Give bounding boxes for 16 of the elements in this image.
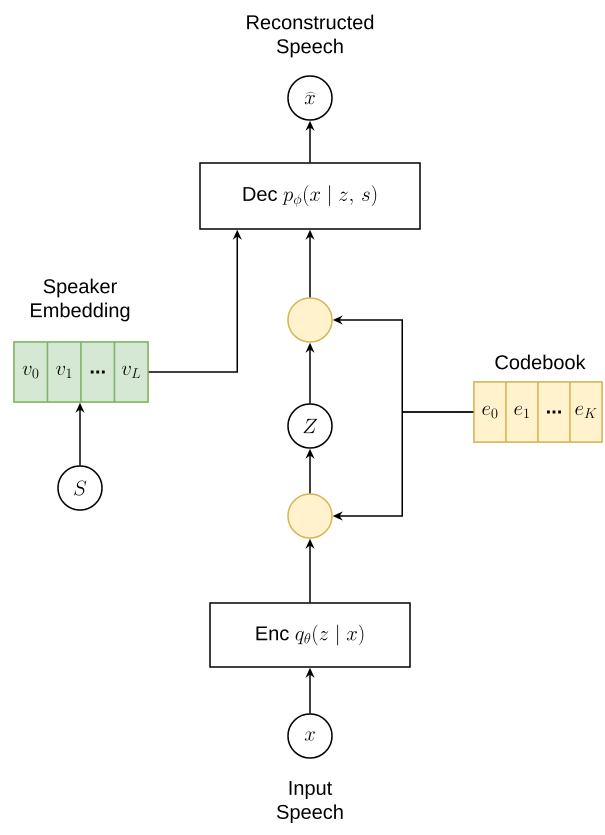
empty-circle	[287, 493, 333, 539]
process-box: Dec $p_{\phi}(x \mid z,\, s)$	[199, 162, 421, 230]
node-label: Reconstructed Speech	[247, 14, 374, 58]
vector-cell: ...	[537, 381, 571, 443]
node-label: Input Speech	[277, 781, 343, 823]
vector-cell: $e_1$	[505, 381, 539, 443]
vector-cell: ...	[80, 341, 116, 403]
vector-cell: $v_L$	[114, 341, 149, 403]
vector-cell: $v_1$	[46, 341, 82, 403]
vector-cell: $e_0$	[473, 381, 507, 443]
vector-cell: $e_K$	[569, 381, 603, 443]
process-box: Enc $q_{\theta}(z \mid x)$	[209, 602, 411, 668]
vector-cell: $v_0$	[13, 341, 48, 403]
empty-circle	[287, 297, 333, 343]
heading: Codebook	[495, 354, 586, 370]
heading: Speaker Embedding	[31, 278, 130, 322]
